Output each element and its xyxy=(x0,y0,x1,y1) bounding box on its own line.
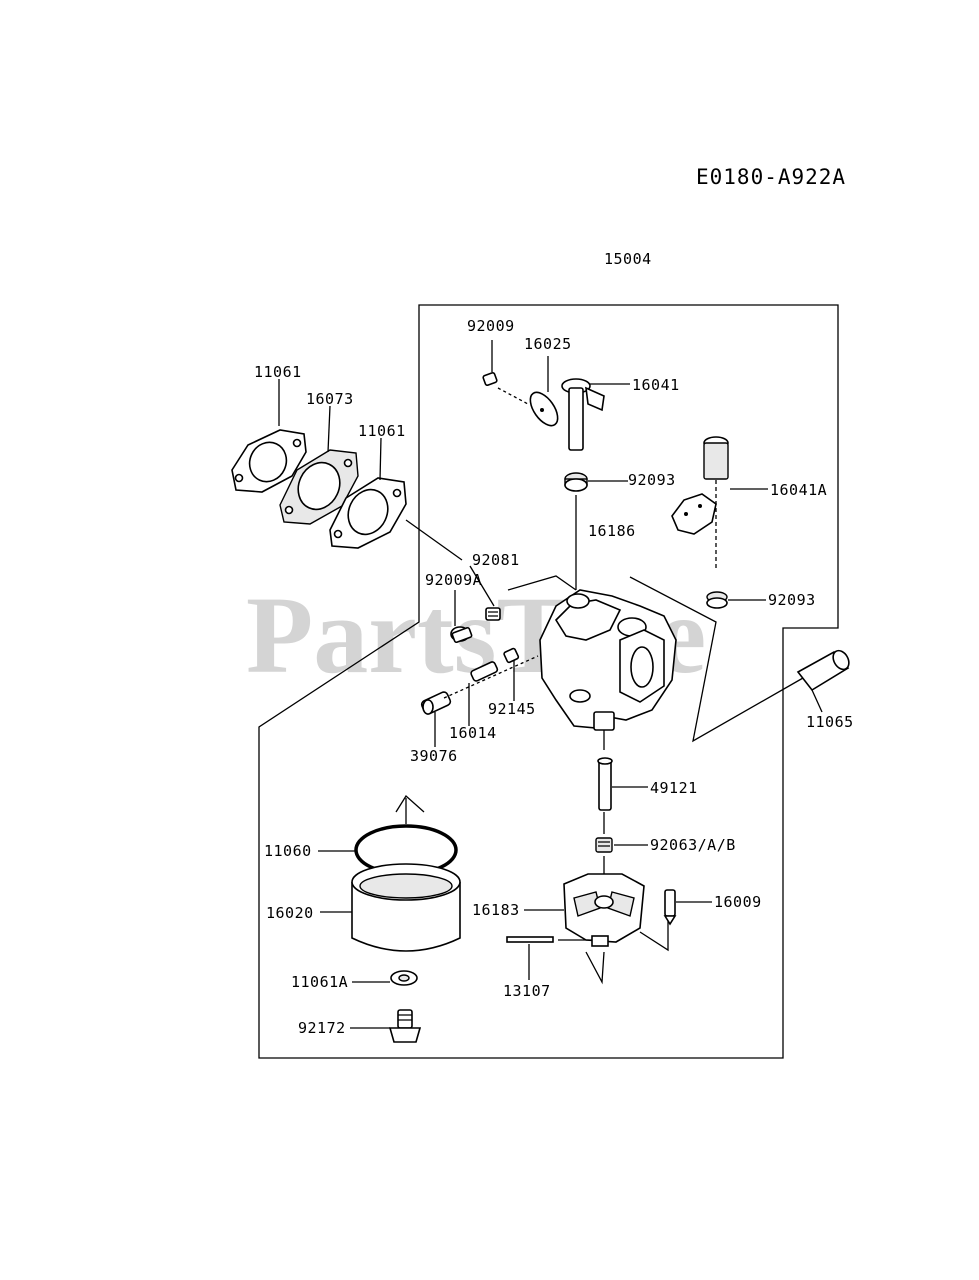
insulator-16073-shape xyxy=(279,449,359,525)
float-edge-right xyxy=(639,920,669,952)
part-label-92172[interactable]: 92172 xyxy=(298,1019,346,1037)
part-label-16025[interactable]: 16025 xyxy=(524,335,572,353)
diagram-code: E0180-A922A xyxy=(696,165,846,189)
bowl-marker xyxy=(395,795,425,813)
bowl-16020-shape xyxy=(351,863,461,952)
leader-11065 xyxy=(811,689,823,713)
part-label-16020[interactable]: 16020 xyxy=(266,904,314,922)
seal-92093-top-shape xyxy=(564,472,588,492)
part-label-11061-left[interactable]: 11061 xyxy=(254,363,302,381)
axis-center-d xyxy=(585,951,605,985)
part-label-92009[interactable]: 92009 xyxy=(467,317,515,335)
nozzle-49121-shape xyxy=(597,757,613,811)
assembly-boundary xyxy=(258,304,839,1059)
part-label-16073[interactable]: 16073 xyxy=(306,390,354,408)
part-label-16186[interactable]: 16186 xyxy=(588,522,636,540)
screw-16014-shape xyxy=(470,661,499,682)
screw-92081-shape xyxy=(485,607,501,621)
leader-gasket-to-carb xyxy=(405,519,463,561)
screw-92009-shape xyxy=(482,372,498,386)
washer-11061A-shape xyxy=(390,970,418,986)
part-label-16009[interactable]: 16009 xyxy=(714,893,762,911)
part-label-13107[interactable]: 13107 xyxy=(503,982,551,1000)
part-label-92093-top[interactable]: 92093 xyxy=(628,471,676,489)
part-label-11060[interactable]: 11060 xyxy=(264,842,312,860)
part-label-11065[interactable]: 11065 xyxy=(806,713,854,731)
screw-92009A-shape xyxy=(450,626,473,644)
seal-92093-bottom-shape xyxy=(706,591,728,609)
cap-39076-shape xyxy=(420,691,452,715)
part-label-92063[interactable]: 92063/A/B xyxy=(650,836,736,854)
jet-92063-shape xyxy=(595,837,613,853)
gasket-11061-left-shape xyxy=(231,429,307,493)
screw-axis-92009 xyxy=(497,387,529,405)
part-label-49121[interactable]: 49121 xyxy=(650,779,698,797)
carburetor-body-shape xyxy=(539,589,677,731)
carb-edge-left xyxy=(507,575,577,591)
part-label-92145[interactable]: 92145 xyxy=(488,700,536,718)
part-label-16014[interactable]: 16014 xyxy=(449,724,497,742)
part-label-92081[interactable]: 92081 xyxy=(472,551,520,569)
part-label-16041[interactable]: 16041 xyxy=(632,376,680,394)
part-label-16183[interactable]: 16183 xyxy=(472,901,520,919)
bolt-92172-shape xyxy=(388,1009,422,1043)
part-label-92009A[interactable]: 92009A xyxy=(425,571,482,589)
part-label-11061A[interactable]: 11061A xyxy=(291,973,348,991)
shaft-16041A-shape xyxy=(671,436,729,535)
part-label-11061-right[interactable]: 11061 xyxy=(358,422,406,440)
leader-11061-b xyxy=(379,437,382,481)
clip-shape xyxy=(591,935,609,947)
part-label-92093-bottom[interactable]: 92093 xyxy=(768,591,816,609)
shaft-16041-shape xyxy=(561,378,605,451)
gasket-11061-right-shape xyxy=(329,477,407,549)
leader-92081 xyxy=(469,565,495,607)
screw-axis-left xyxy=(443,655,539,699)
leader-carb-to-11065 xyxy=(629,576,804,743)
pin-13107-shape xyxy=(506,936,554,943)
plate-16025-shape xyxy=(529,391,559,427)
part-label-39076[interactable]: 39076 xyxy=(410,747,458,765)
assembly-number: 15004 xyxy=(604,250,652,268)
part-label-16041A[interactable]: 16041A xyxy=(770,481,827,499)
pipe-11065-shape xyxy=(796,649,850,692)
leader-16073 xyxy=(327,405,331,453)
float-16183-shape xyxy=(563,873,645,943)
needle-16009-shape xyxy=(663,889,677,926)
